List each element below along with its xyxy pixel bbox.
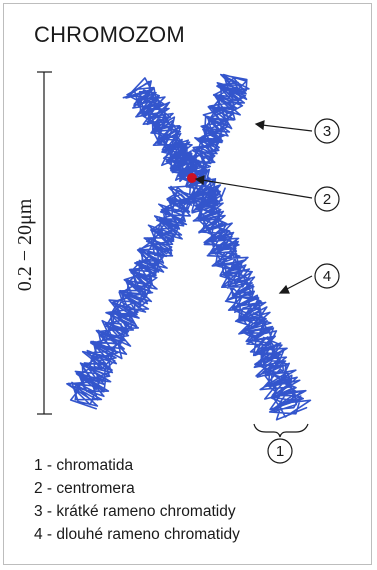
callout-arrowhead-3 bbox=[256, 121, 264, 129]
legend: 1 - chromatida 2 - centromera 3 - krátké… bbox=[34, 454, 240, 546]
legend-item-centromere: 2 - centromera bbox=[34, 477, 240, 500]
legend-item-short-arm: 3 - krátké rameno chromatidy bbox=[34, 500, 240, 523]
callout-number-3: 3 bbox=[323, 123, 331, 140]
long-arm-right bbox=[185, 183, 311, 419]
chromatid-brace bbox=[254, 424, 308, 437]
callout-number-1: 1 bbox=[276, 443, 284, 460]
scale-label: 0.2 − 20μm bbox=[14, 198, 36, 291]
legend-item-long-arm: 4 - dlouhé rameno chromatidy bbox=[34, 523, 240, 546]
legend-item-chromatid: 1 - chromatida bbox=[34, 454, 240, 477]
callout-arrow-3 bbox=[262, 125, 312, 131]
centromere-dot bbox=[187, 173, 197, 183]
scale-bar bbox=[37, 72, 52, 414]
long-arm-left bbox=[67, 186, 197, 409]
callout-number-2: 2 bbox=[323, 191, 331, 208]
callout-number-4: 4 bbox=[323, 268, 331, 285]
callout-arrow-4 bbox=[285, 276, 312, 290]
callout-arrowhead-4 bbox=[280, 286, 289, 293]
